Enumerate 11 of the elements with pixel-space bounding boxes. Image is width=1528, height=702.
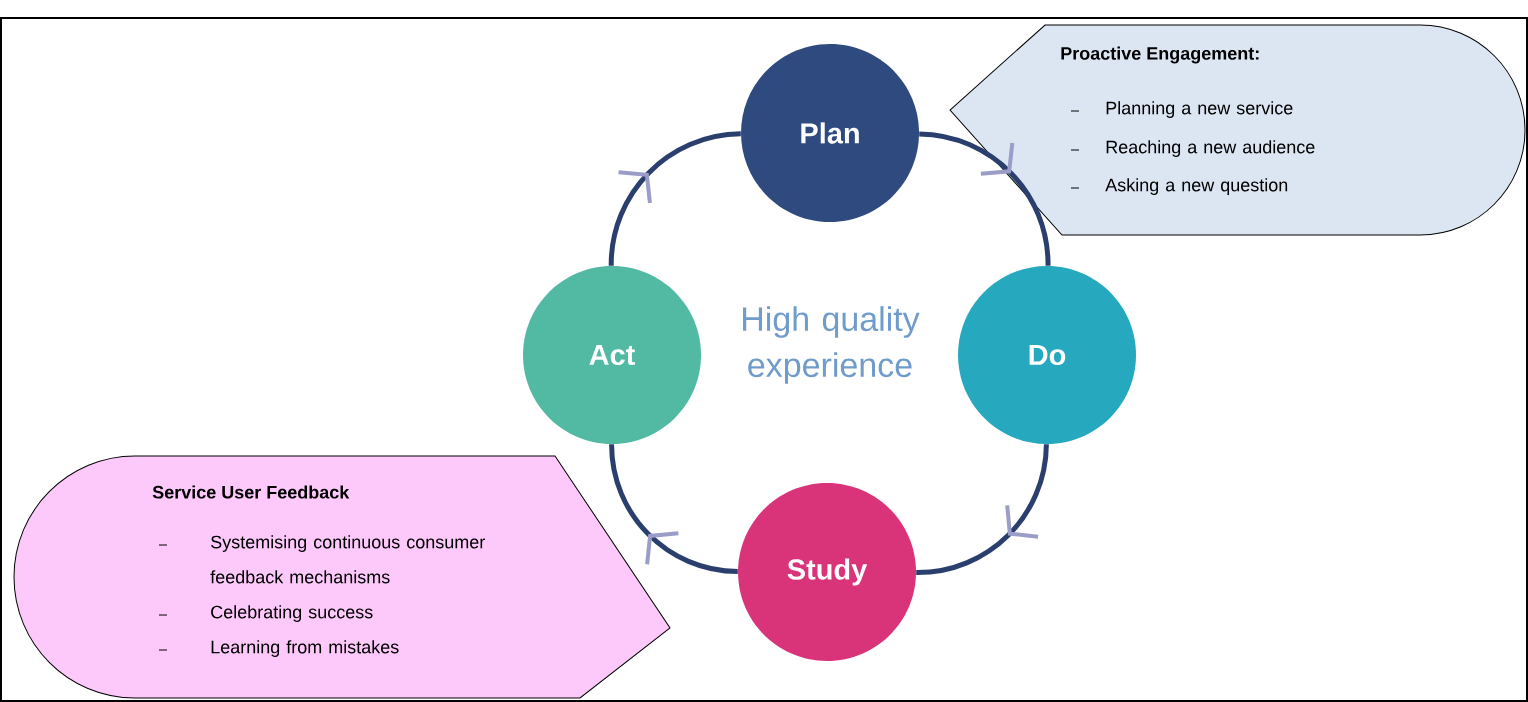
callout-box <box>13 455 671 699</box>
callout-heading: Service User Feedback <box>152 485 350 499</box>
bullet-item: Learning from mistakes <box>158 640 399 657</box>
bullet-item: Asking a new question <box>1070 178 1288 195</box>
bullet-item: Reaching a new audience <box>1070 140 1315 157</box>
callout-heading: Proactive Engagement: <box>1061 46 1259 64</box>
callout-box <box>949 24 1526 236</box>
center-text: High quality experience <box>743 306 920 384</box>
bullet-item: Planning a new service <box>1070 101 1293 118</box>
bullet-item: Systemising continuous consumer feedback mechanisms <box>158 535 485 584</box>
bullet-item: Celebrating success <box>158 605 373 622</box>
